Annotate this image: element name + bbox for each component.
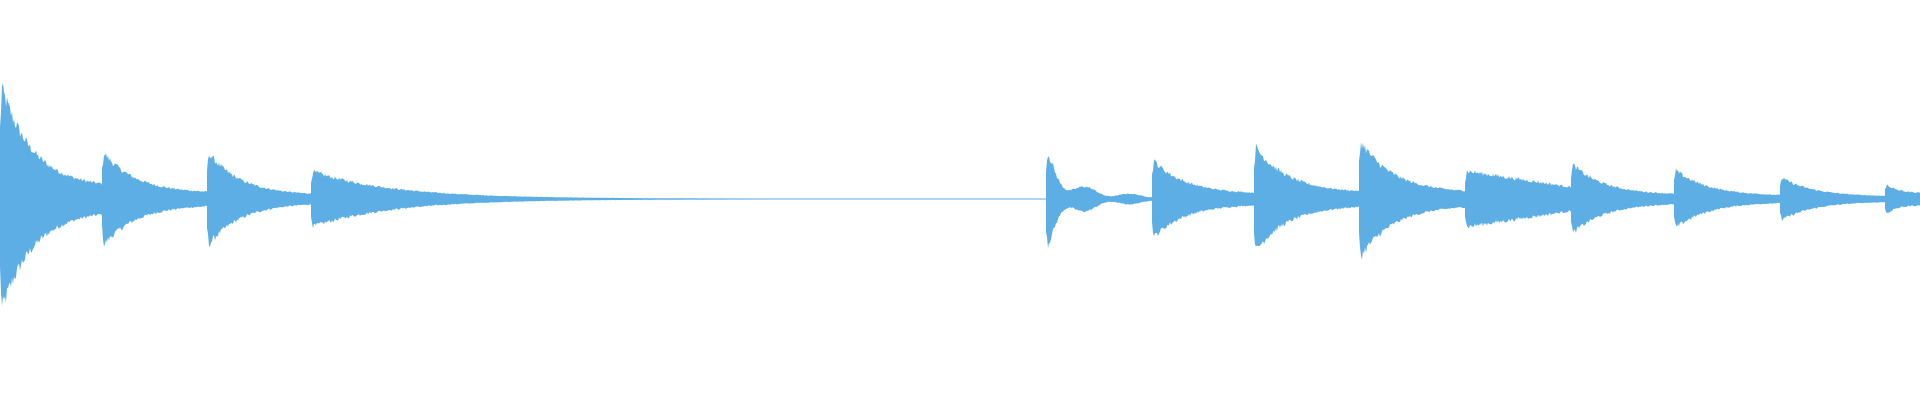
waveform-note-1	[0, 82, 102, 307]
waveform-note-9	[1465, 170, 1571, 229]
waveform-note-5	[1046, 156, 1152, 249]
waveform-note-12	[1780, 177, 1885, 221]
waveform-note-6	[1152, 159, 1254, 237]
waveform-note-3	[207, 155, 311, 247]
waveform-note-7	[1254, 143, 1359, 247]
waveform-note-2	[102, 153, 207, 247]
waveform-note-4	[311, 169, 1046, 229]
waveform-note-8	[1359, 142, 1465, 260]
waveform-segments	[0, 82, 1920, 307]
waveform-note-13	[1885, 184, 1920, 213]
waveform-note-10	[1571, 163, 1674, 234]
waveform-note-11	[1674, 168, 1780, 227]
